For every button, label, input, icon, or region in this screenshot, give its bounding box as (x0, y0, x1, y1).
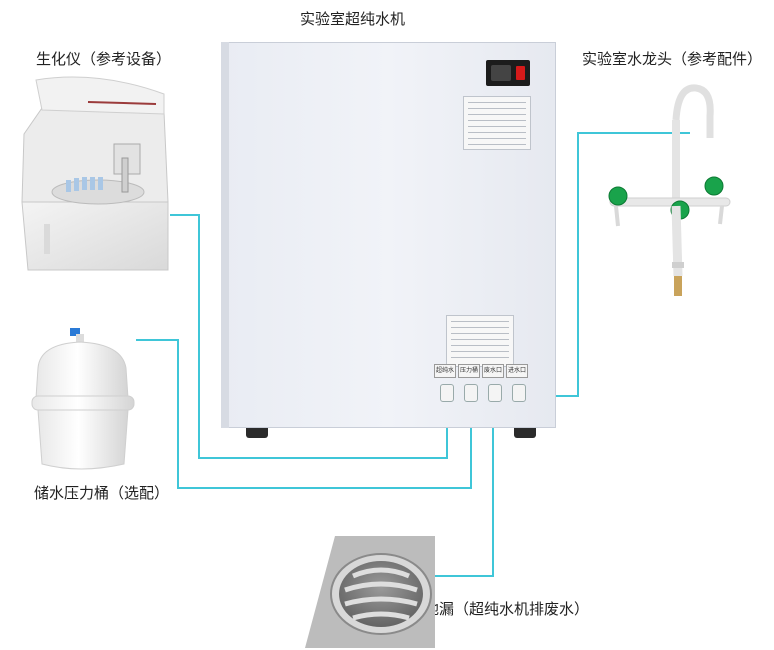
label-drain: 地漏（超纯水机排废水） (424, 600, 590, 618)
biochemical-analyzer-icon (21, 76, 169, 271)
link-tank (136, 339, 472, 489)
machine-foot-right (514, 428, 536, 438)
port-tag-tank: 压力桶接口 (458, 364, 480, 378)
floor-drain-icon (305, 536, 435, 648)
fitting-inlet (512, 384, 526, 402)
power-socket (486, 60, 530, 86)
diagram-title: 实验室超纯水机 (300, 10, 406, 28)
lab-faucet-icon (608, 84, 731, 296)
port-tag-strip: 超纯水口 压力桶接口 废水口 进水口 (434, 364, 534, 378)
port-tag-waste: 废水口 (482, 364, 504, 378)
link-analyzer (170, 214, 448, 459)
fitting-ultrapure (440, 384, 454, 402)
port-tag-inlet: 进水口 (506, 364, 528, 378)
power-switch-icon (516, 66, 525, 80)
label-tank: 储水压力桶（选配） (34, 484, 170, 502)
port-instruction-plate (446, 315, 514, 367)
machine-foot-left (246, 428, 268, 438)
power-inlet-icon (491, 65, 511, 81)
label-faucet: 实验室水龙头（参考配件） (582, 50, 763, 68)
fitting-waste (488, 384, 502, 402)
spec-nameplate (463, 96, 531, 150)
pressure-tank-icon (31, 328, 135, 470)
fitting-tank (464, 384, 478, 402)
machine-side-panel (221, 42, 229, 428)
label-analyzer: 生化仪（参考设备） (36, 50, 172, 68)
port-tag-ultrapure: 超纯水口 (434, 364, 456, 378)
link-drain (407, 398, 494, 577)
